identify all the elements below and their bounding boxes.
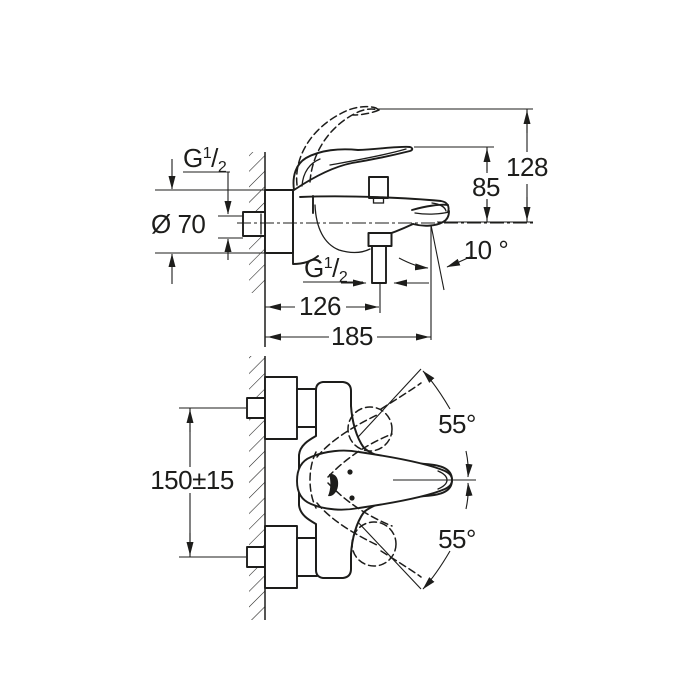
swung-lever-upper-3 bbox=[380, 382, 422, 410]
spout-top bbox=[299, 195, 450, 213]
swing-angle-lower-label: 55° bbox=[438, 524, 476, 554]
height-85-label: 85 bbox=[472, 172, 500, 202]
flange-bottom bbox=[264, 525, 298, 589]
handle-top-face bbox=[296, 449, 453, 511]
diverter-knob bbox=[368, 176, 389, 199]
wall-section-plan bbox=[249, 356, 266, 620]
dimension-126: 126 bbox=[265, 284, 381, 321]
s-union-nut bbox=[242, 211, 266, 237]
raised-handle-outline-2 bbox=[309, 108, 379, 183]
spout-angle-label: 10 ° bbox=[464, 235, 509, 265]
wall-hatch-plan bbox=[249, 356, 265, 620]
swung-lever-rear-arc bbox=[309, 451, 317, 509]
handle-dot-bottom bbox=[349, 495, 355, 501]
dimension-185: 185 bbox=[265, 321, 431, 351]
plan-view: 55° 55° 150±15 bbox=[150, 356, 476, 620]
aerator-top bbox=[411, 203, 449, 211]
outlet-thread-label: G1/2 bbox=[304, 253, 348, 286]
side-view: G1/2 Ø 70 128 bbox=[151, 105, 548, 351]
flange-diameter-label: Ø 70 bbox=[151, 209, 205, 239]
union-nut-top bbox=[296, 388, 318, 428]
height-128-label: 128 bbox=[506, 152, 548, 182]
lever-handle-raised-dashed bbox=[295, 105, 380, 186]
swung-knob-lower bbox=[351, 521, 397, 567]
handle-ridge bbox=[329, 148, 407, 166]
dimension-outlet-thread: G1/2 bbox=[303, 253, 429, 287]
swung-lever-lower-2 bbox=[327, 482, 393, 527]
dimension-128: 128 bbox=[378, 108, 548, 222]
swung-lever-lower-1 bbox=[316, 502, 378, 546]
lever-handle-side bbox=[292, 145, 414, 191]
swung-lever-lower-3 bbox=[380, 550, 422, 578]
flange-top bbox=[264, 376, 298, 440]
swing-angle-upper-label: 55° bbox=[438, 409, 476, 439]
dimension-spout-angle: 10 ° bbox=[398, 224, 509, 340]
wall-to-spout-label: 185 bbox=[331, 321, 373, 351]
raised-handle-tip bbox=[352, 109, 380, 116]
dimension-flange-diameter: Ø 70 bbox=[151, 159, 265, 284]
connection-spacing-label: 150±15 bbox=[150, 465, 234, 495]
wall-to-outlet-label: 126 bbox=[299, 291, 341, 321]
dimension-inlet-thread: G1/2 bbox=[183, 143, 243, 260]
swung-lever-upper-1 bbox=[316, 414, 378, 458]
swung-knob-upper bbox=[347, 406, 393, 452]
spout-tip-inner bbox=[431, 202, 447, 212]
lever-handle-solid bbox=[292, 145, 414, 191]
mixer-body-side bbox=[292, 176, 450, 284]
s-union-square-bottom bbox=[246, 546, 266, 568]
body-back-edge bbox=[292, 189, 319, 265]
dimension-connection-spacing: 150±15 bbox=[150, 407, 246, 558]
body-belly bbox=[314, 204, 371, 254]
raised-handle-outline-1 bbox=[295, 105, 380, 186]
wall-section-side bbox=[249, 152, 266, 347]
swung-lever-upper-2 bbox=[327, 433, 393, 478]
s-union-square-top bbox=[246, 397, 266, 419]
wall-flange bbox=[264, 189, 294, 254]
handle-inner-curve bbox=[301, 158, 321, 187]
outlet-nut bbox=[367, 232, 393, 247]
aerator-mid bbox=[414, 211, 450, 215]
dimension-swing-angles: 55° 55° bbox=[422, 370, 476, 590]
outlet-pipe bbox=[371, 245, 387, 284]
inlet-thread-label: G1/2 bbox=[183, 143, 227, 176]
handle-dot-top bbox=[347, 469, 353, 475]
union-nut-bottom bbox=[296, 537, 318, 577]
handle-swing-dashed bbox=[309, 382, 422, 578]
dimension-85: 85 bbox=[414, 146, 533, 223]
